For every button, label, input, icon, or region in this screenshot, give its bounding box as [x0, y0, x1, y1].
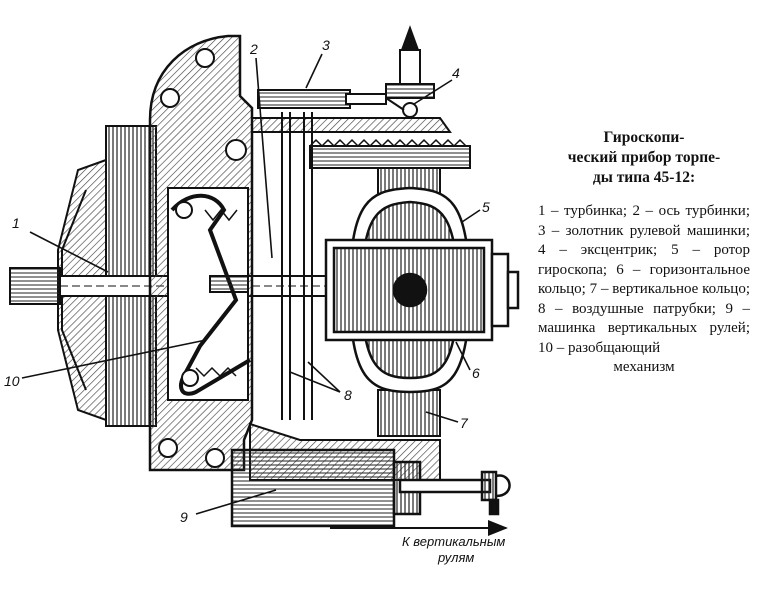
- caption-legend-text: 1 – турбинка; 2 – ось турбинки; 3 – золо…: [538, 203, 750, 356]
- caption-title: Гироскопи- ческий прибор торпе- ды типа …: [567, 129, 721, 186]
- caption-legend: 1 – турбинка; 2 – ось турбинки; 3 – золо…: [538, 202, 750, 378]
- callout-2: 2: [249, 41, 258, 57]
- callout-3: 3: [322, 37, 330, 53]
- callout-7: 7: [460, 415, 469, 431]
- rudder-machine: [230, 448, 511, 528]
- callout-1: 1: [12, 215, 20, 231]
- caption-legend-last: механизм: [613, 359, 675, 375]
- callout-10: 10: [4, 373, 20, 389]
- callout-8: 8: [344, 387, 352, 403]
- callout-4: 4: [452, 65, 460, 81]
- air-pipes: [281, 112, 313, 420]
- callout-9: 9: [180, 509, 188, 525]
- arrow-note-line1: К вертикальным: [402, 534, 505, 549]
- figure-caption: Гироскопи- ческий прибор торпе- ды типа …: [538, 128, 750, 378]
- eccentric-assembly: [345, 25, 435, 118]
- gyroscope-device-drawing: 1 2 3 4 5 6 7 8 9 10 К вертикальным руля…: [4, 25, 520, 565]
- plate-bolt-holes: [158, 48, 247, 468]
- callout-6: 6: [472, 365, 480, 381]
- uncoupling-mechanism: [167, 187, 252, 401]
- arrow-note-line2: рулям: [437, 550, 474, 565]
- leader-lines: [21, 53, 481, 515]
- callout-5: 5: [482, 199, 490, 215]
- gyroscope-rotor: [324, 186, 520, 394]
